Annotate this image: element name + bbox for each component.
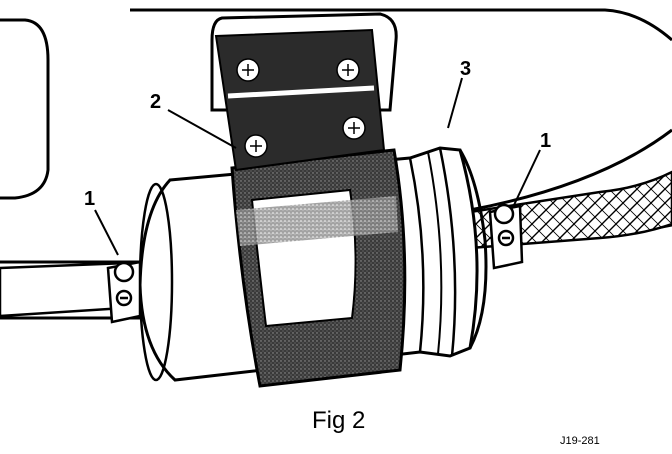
callout-1-left: 1 <box>84 188 95 210</box>
callout-leaders <box>94 77 541 256</box>
hose-clip-right <box>488 203 524 270</box>
callout-3: 3 <box>460 58 471 80</box>
screw-icon <box>342 116 366 140</box>
hose-clip-left <box>106 260 142 324</box>
callout-1-right: 1 <box>540 130 551 152</box>
screw-icon <box>244 134 268 158</box>
callout-2: 2 <box>150 91 161 113</box>
screw-icon <box>336 58 360 82</box>
mounting-strap <box>230 148 407 388</box>
figure-reference-code: J19-281 <box>560 435 600 447</box>
screw-icon <box>236 58 260 82</box>
figure-caption: Fig 2 <box>312 407 365 434</box>
mounting-bracket <box>210 12 398 172</box>
